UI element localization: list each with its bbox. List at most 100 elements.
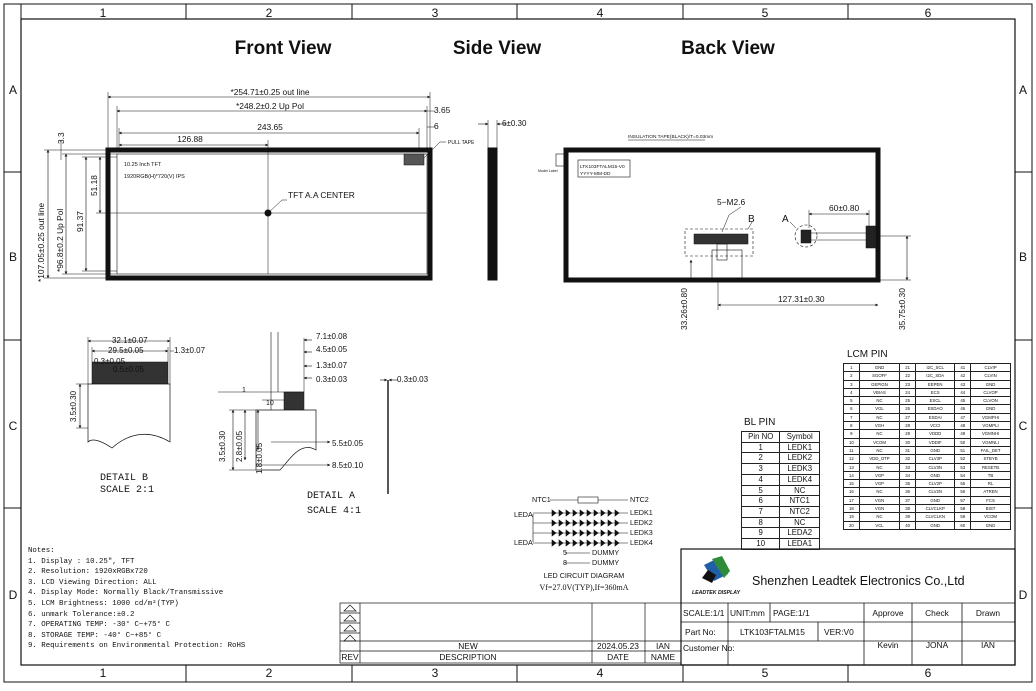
lcm-pin-cell: NC — [858, 487, 901, 497]
bl-pin-number: 1 — [740, 441, 781, 454]
back-label-line2: YYYY-MM-DD — [580, 171, 611, 177]
led-diode-icon — [558, 509, 564, 517]
back-dim-35-75: 35.75±0.30 — [897, 288, 907, 330]
lcm-pin-cell: VCOM — [858, 437, 901, 447]
lcm-pin-cell: VCCI — [915, 421, 956, 431]
lcm-pin-cell: 10 — [843, 437, 860, 447]
back-screws-label: 5−M2.6 — [717, 197, 746, 207]
drawn-header: Drawn — [976, 608, 1001, 618]
lcm-pin-cell: CLVCLKP — [915, 504, 956, 514]
bl-pin-number: 9 — [740, 527, 781, 540]
lcm-pin-cell: SGOFF — [858, 371, 901, 381]
back-detail-a-ref: A — [782, 214, 789, 225]
lcm-pin-cell: CLVON — [970, 396, 1011, 406]
led-diode-icon — [565, 509, 571, 517]
lcm-pin-cell: CLVIP — [970, 362, 1011, 373]
lcm-pin-cell: 39 — [899, 512, 917, 522]
led-diode-icon — [593, 509, 599, 517]
lcm-pin-cell: TB — [970, 470, 1011, 481]
revision-header-description: DESCRIPTION — [439, 652, 496, 662]
lcm-pin-cell: GND — [915, 520, 956, 530]
bl-pin-symbol: NTC1 — [779, 495, 820, 507]
lcm-pin-cell: ECS — [915, 387, 956, 398]
detail-b-dim-29-5: 29.5±0.05 — [108, 346, 144, 355]
detail-b-scale: SCALE 2:1 — [100, 485, 154, 496]
lcm-pin-cell: 18 — [843, 504, 860, 514]
frame-col-5-bottom: 5 — [762, 666, 769, 680]
front-dim-up-pol-width: *248.2±0.2 Up Pol — [236, 101, 304, 111]
lcm-pin-cell: NC — [858, 462, 901, 472]
side-view-drawing — [478, 120, 507, 281]
lcm-pin-cell: GEPIGN — [858, 379, 901, 389]
frame-row-c-right: C — [1019, 419, 1028, 433]
back-model-label: Model Label — [538, 169, 558, 173]
bl-pin-number: 5 — [740, 484, 781, 497]
lcm-pin-cell: 17 — [843, 495, 860, 506]
frame-col-2-bottom: 2 — [266, 666, 273, 680]
lcm-pin-cell: 16 — [843, 487, 860, 497]
front-center-label: TFT A.A CENTER — [288, 190, 355, 200]
led-dummy2: DUMMY — [592, 558, 619, 567]
led-diode-icon — [600, 509, 606, 517]
note-item: 5. LCM Brightness: 1000 cd/m²(TYP) — [28, 599, 179, 608]
frame-col-4: 4 — [597, 6, 604, 20]
back-view-title: Back View — [681, 38, 775, 59]
led-circuit-drawing — [532, 496, 628, 564]
lcm-pin-cell: 37 — [899, 495, 917, 506]
lcm-pin-cell: GND — [858, 362, 901, 373]
lcm-pin-cell: ESCL — [915, 396, 956, 406]
led-diode-icon — [565, 529, 571, 537]
led-diode-icon — [586, 519, 592, 527]
version-label: VER:V0 — [824, 627, 854, 637]
back-label-line1: LTK103FTALM15-V0 — [580, 164, 625, 170]
lcm-pin-cell: VCOM — [970, 512, 1011, 522]
note-item: 4. Display Mode: Normally Black/Transmis… — [28, 589, 224, 598]
bl-pin-number: 7 — [740, 505, 781, 518]
frame-col-1: 1 — [100, 6, 107, 20]
lcm-pin-cell: 60 — [954, 520, 972, 530]
lcm-pin-cell: 55 — [954, 479, 972, 489]
frame-row-b: B — [9, 250, 17, 264]
lcm-pin-cell: CLVIN — [970, 371, 1011, 381]
lcm-pin-cell: 1 — [843, 362, 860, 373]
lcm-pin-cell: 38 — [899, 504, 917, 514]
bl-pin-header-pin-no: Pin NO — [740, 431, 781, 443]
detail-a-dim-8-5: 8.5±0.10 — [332, 461, 364, 470]
frame-col-6: 6 — [925, 6, 932, 20]
bl-pin-symbol: LEDK4 — [779, 473, 820, 486]
lcm-pin-cell: 44 — [954, 387, 972, 398]
lcm-pin-cell: NC — [858, 429, 901, 439]
detail-a-dim-7-1: 7.1±0.08 — [316, 332, 348, 341]
lcm-pin-cell: 49 — [954, 429, 972, 439]
lcm-pin-cell: 2 — [843, 371, 860, 381]
led-diode-icon — [607, 529, 613, 537]
led-ledk3: LEDK3 — [630, 528, 653, 537]
back-view-drawing — [555, 139, 911, 310]
lcm-pin-cell: VGN — [858, 504, 901, 514]
lcm-pin-cell: ESDAO — [915, 404, 956, 414]
lcm-pin-cell: 11 — [843, 445, 860, 456]
lcm-pin-cell: VBIAS — [858, 387, 901, 398]
bl-pin-number: 2 — [740, 452, 781, 465]
lcm-pin-cell: 54 — [954, 470, 972, 481]
lcm-pin-cell: 43 — [954, 379, 972, 389]
bl-pin-number: 3 — [740, 463, 781, 475]
lcm-pin-cell: VGP — [858, 470, 901, 481]
note-item: 9. Requirements on Environmental Protect… — [28, 642, 246, 651]
lcm-pin-cell: 26 — [899, 404, 917, 414]
led-diode-icon — [593, 529, 599, 537]
led-ledk1: LEDK1 — [630, 508, 653, 517]
